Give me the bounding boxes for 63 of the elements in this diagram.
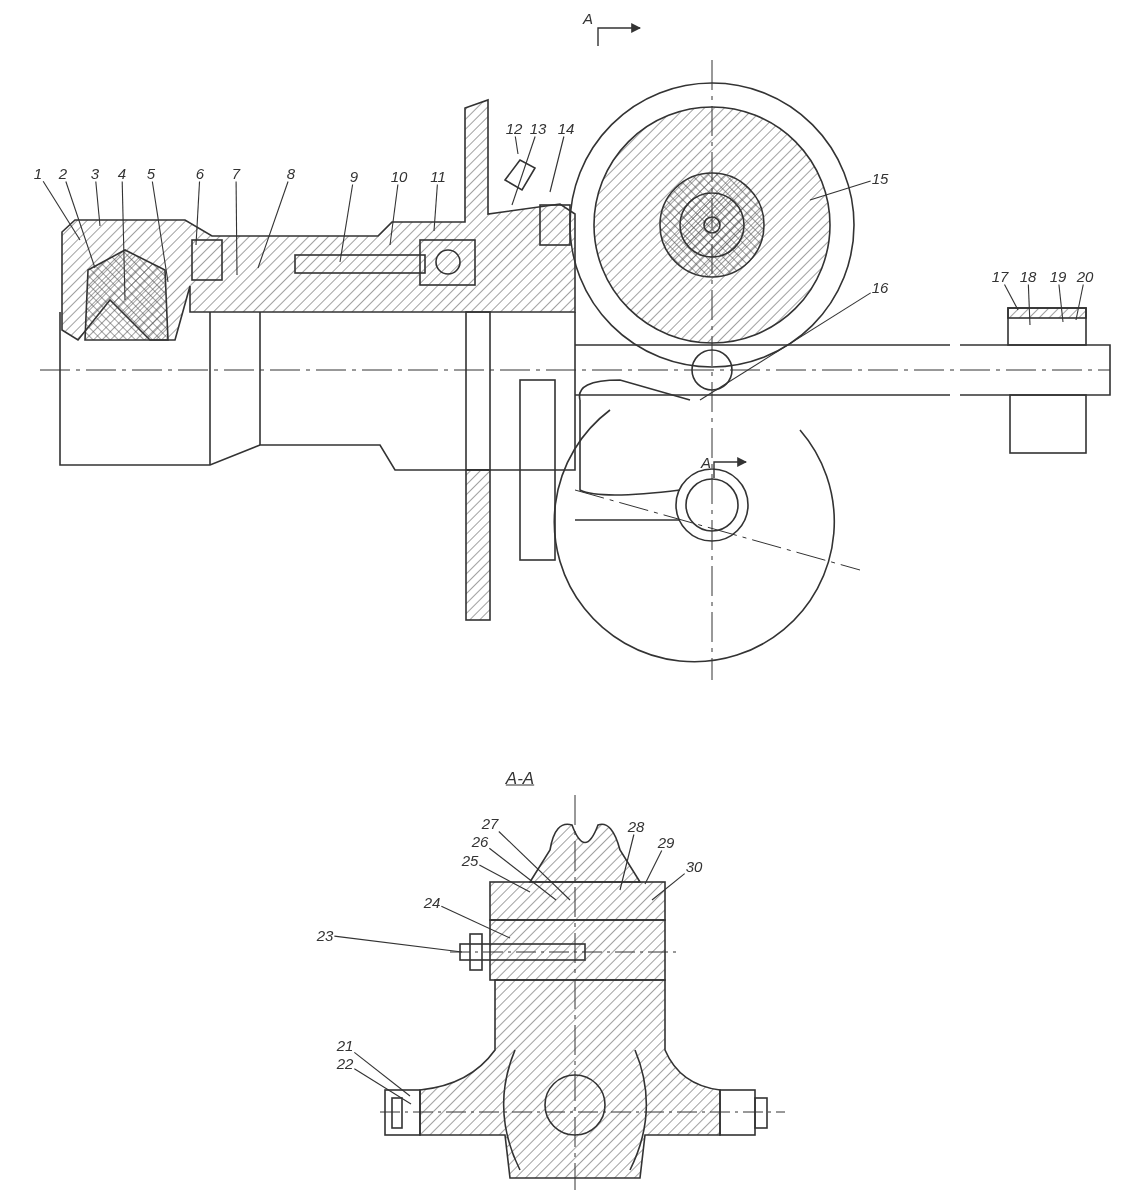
callout-number: 16 <box>870 278 890 296</box>
leader-line <box>514 135 519 155</box>
leader-line <box>1058 283 1064 323</box>
leader-line <box>195 180 201 246</box>
callout-number: 30 <box>684 857 704 875</box>
callout-number: 14 <box>556 119 576 137</box>
leader-line <box>433 183 438 232</box>
leader-line <box>1075 283 1084 321</box>
callout-number: 20 <box>1075 267 1095 285</box>
leader-line <box>511 135 536 206</box>
callout-number: 7 <box>230 164 242 182</box>
leader-line <box>619 833 635 891</box>
callout-number: 13 <box>528 119 548 137</box>
callout-number: 3 <box>89 164 101 182</box>
callout-number: 18 <box>1018 267 1038 285</box>
callout-number: 5 <box>145 164 157 182</box>
leader-line <box>42 180 81 241</box>
leader-line <box>478 864 531 893</box>
callout-number: 19 <box>1048 267 1068 285</box>
callout-number: 17 <box>990 267 1010 285</box>
leader-line <box>333 935 463 953</box>
leader-line <box>699 292 872 401</box>
leader-line <box>488 847 557 901</box>
leader-line <box>549 135 565 193</box>
callout-number: 15 <box>870 169 890 187</box>
leader-line <box>498 830 571 901</box>
callout-number: 4 <box>116 164 128 182</box>
leader-line <box>121 180 126 301</box>
leader-line <box>644 849 663 885</box>
section-title: A-A <box>505 769 535 787</box>
callout-number: 8 <box>285 164 297 182</box>
section-letter: A <box>701 454 711 470</box>
leader-line <box>151 180 169 283</box>
callout-number: 27 <box>480 814 500 832</box>
leader-line <box>353 1068 412 1105</box>
leader-line <box>65 180 96 269</box>
leader-line <box>339 183 354 263</box>
leader-line <box>809 180 872 201</box>
leader-line <box>651 873 686 901</box>
callout-number: 22 <box>335 1054 355 1072</box>
callout-number: 2 <box>57 164 69 182</box>
leader-line <box>1027 283 1031 326</box>
leader-line <box>440 905 511 939</box>
callout-number: 11 <box>429 167 447 185</box>
callout-number: 6 <box>194 164 206 182</box>
leader-line <box>1003 283 1019 311</box>
callout-number: 12 <box>504 119 524 137</box>
leader-line <box>353 1051 411 1097</box>
callout-number: 24 <box>422 893 442 911</box>
section-letter: A <box>583 10 593 26</box>
callout-number: 1 <box>32 164 44 182</box>
callout-number: 28 <box>626 817 646 835</box>
callout-number: 23 <box>315 926 335 944</box>
callout-number: 10 <box>389 167 409 185</box>
leader-line <box>235 180 238 276</box>
callout-number: 29 <box>656 833 676 851</box>
callout-number: 26 <box>470 832 490 850</box>
leader-line <box>257 180 289 269</box>
callout-number: 21 <box>335 1036 355 1054</box>
callout-number: 25 <box>460 851 480 869</box>
leader-line <box>95 180 101 227</box>
callout-number: 9 <box>348 167 360 185</box>
leader-line <box>389 183 399 246</box>
